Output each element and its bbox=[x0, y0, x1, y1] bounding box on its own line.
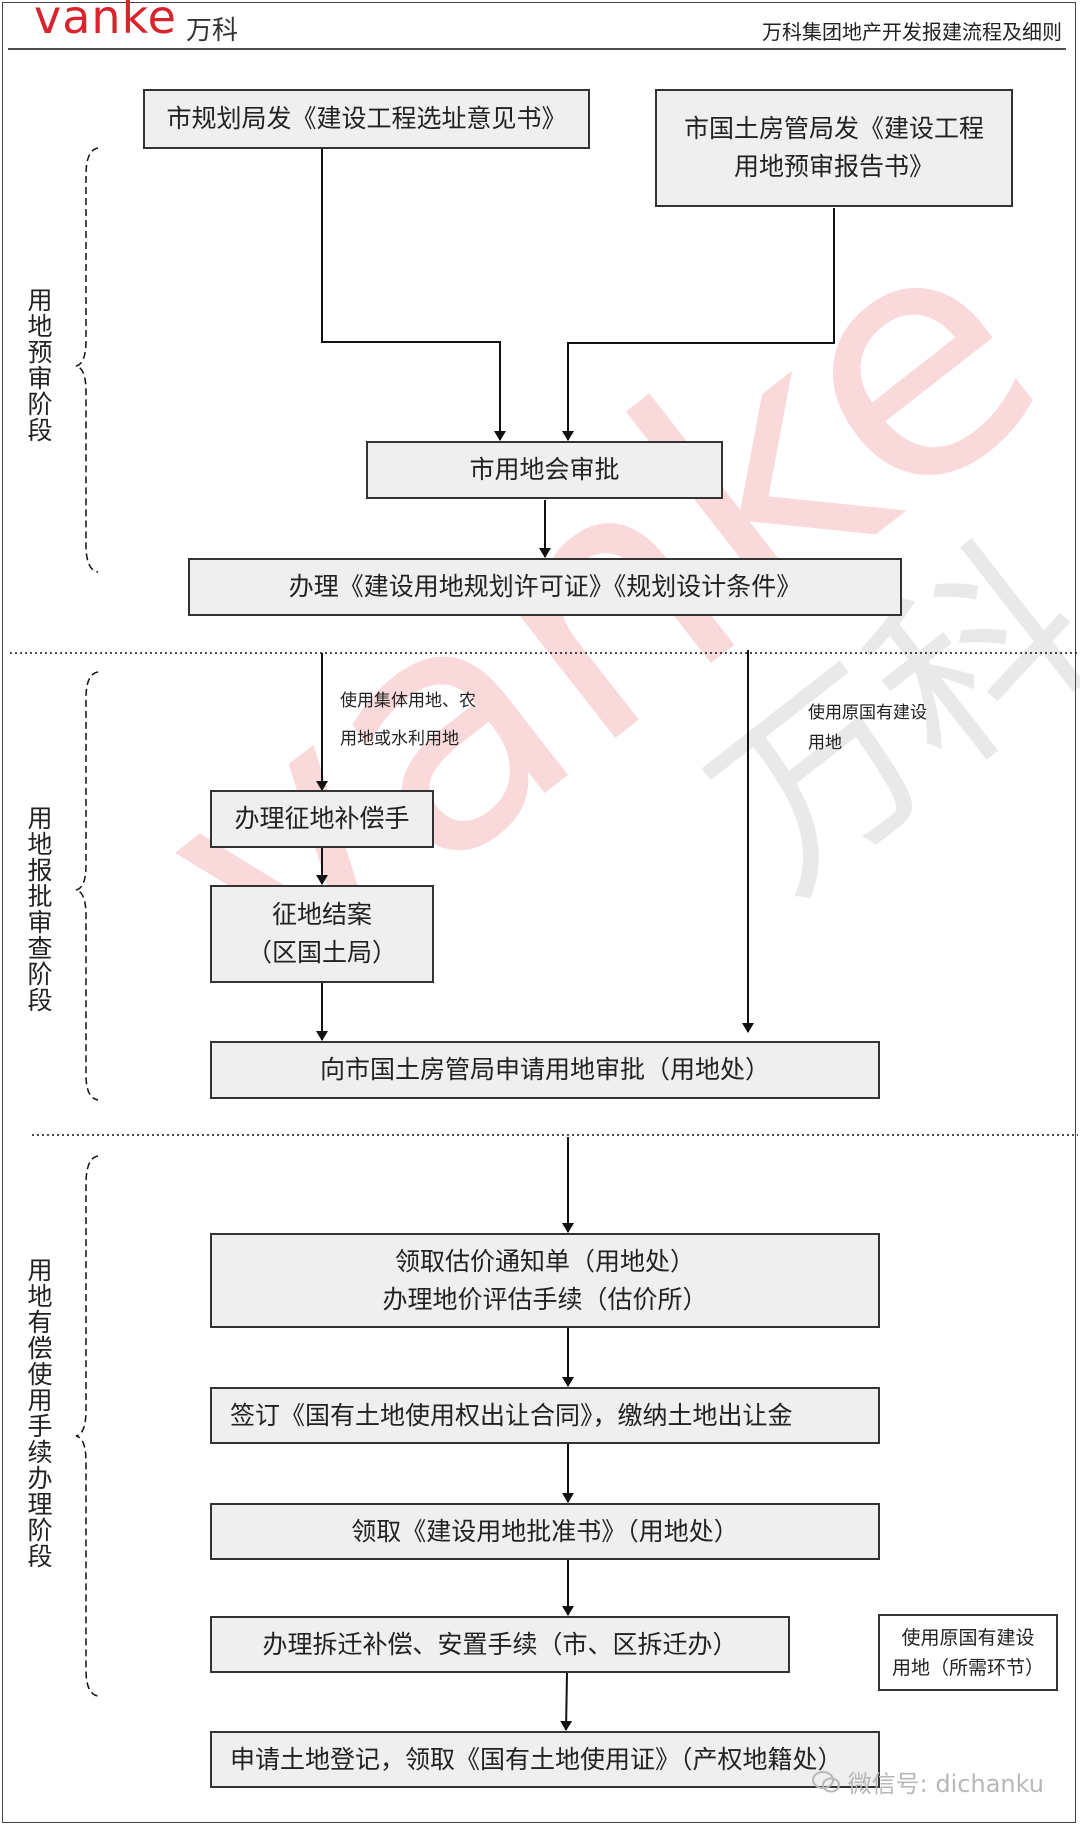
stage-label-char: 用 bbox=[27, 1386, 53, 1415]
stage-label-char: 阶 bbox=[27, 1516, 53, 1545]
stage2-brace bbox=[75, 671, 99, 1101]
stage-label-char: 地 bbox=[27, 1282, 53, 1311]
node-expropriation-comp: 办理征地补偿手 bbox=[210, 790, 434, 848]
edge-label-collective: 使用集体用地、农 用地或水利用地 bbox=[340, 686, 476, 754]
node-apply-approval: 向市国土房管局申请用地审批（用地处） bbox=[210, 1041, 880, 1099]
edge-report-to-meeting bbox=[562, 208, 835, 441]
node-prereview-report-line2: 用地预审报告书》 bbox=[733, 152, 934, 181]
stage-label-char: 用 bbox=[27, 286, 53, 315]
stage1-brace bbox=[75, 147, 99, 573]
node-planning-permit: 办理《建设用地规划许可证》《规划设计条件》 bbox=[188, 558, 902, 616]
node-land-meeting: 市用地会审批 bbox=[366, 441, 723, 499]
stage-label-1: 用地预审阶段 bbox=[24, 288, 56, 444]
node-price-notice: 领取估价通知单（用地处） 办理地价评估手续（估价所） bbox=[210, 1233, 880, 1328]
node-planning-permit-text: 办理《建设用地规划许可证》《规划设计条件》 bbox=[288, 572, 802, 601]
stage3-brace bbox=[75, 1155, 99, 1697]
stage-label-char: 地 bbox=[27, 312, 53, 341]
stage-label-char: 审 bbox=[27, 908, 53, 937]
stage-label-char: 用 bbox=[27, 804, 53, 833]
node-approval-letter-text: 领取《建设用地批准书》（用地处） bbox=[351, 1516, 739, 1546]
edge-label-collective-line2: 用地或水利用地 bbox=[340, 729, 459, 749]
node-side-note-line2: 用地（所需环节） bbox=[891, 1656, 1044, 1679]
node-registration-text: 申请土地登记，领取《国有土地使用证》（产权地籍处） bbox=[230, 1744, 843, 1774]
stage-label-char: 阶 bbox=[27, 960, 53, 989]
node-registration: 申请土地登记，领取《国有土地使用证》（产权地籍处） bbox=[210, 1731, 880, 1788]
edge-demolition-to-registration bbox=[560, 1672, 573, 1731]
stage-label-char: 手 bbox=[27, 1412, 53, 1441]
vanke-logo: vanke bbox=[34, 0, 177, 44]
wechat-watermark: 微信号: dichanku bbox=[811, 1764, 1044, 1799]
stage-label-char: 段 bbox=[27, 986, 53, 1015]
stage-label-char: 理 bbox=[27, 1490, 53, 1519]
node-price-notice-line2: 办理地价评估手续（估价所） bbox=[382, 1284, 708, 1314]
node-price-notice-line1: 领取估价通知单（用地处） bbox=[394, 1246, 695, 1276]
document-title: 万科集团地产开发报建流程及细则 bbox=[762, 20, 1062, 44]
stage-label-char: 偿 bbox=[27, 1334, 53, 1363]
stage-label-char: 阶 bbox=[27, 390, 53, 419]
node-apply-approval-text: 向市国土房管局申请用地审批（用地处） bbox=[319, 1055, 770, 1084]
stage-label-char: 审 bbox=[27, 364, 53, 393]
stage-label-char: 段 bbox=[27, 416, 53, 445]
edge-label-state-owned: 使用原国有建设 用地 bbox=[808, 698, 927, 758]
edge-label-state-owned-line1: 使用原国有建设 bbox=[808, 703, 927, 723]
stage-label-char: 批 bbox=[27, 882, 53, 911]
stage-label-char: 使 bbox=[27, 1360, 53, 1389]
stage-label-3: 用地有偿使用手续办理阶段 bbox=[24, 1258, 56, 1570]
stage-label-char: 用 bbox=[27, 1256, 53, 1285]
stage-label-char: 查 bbox=[27, 934, 53, 963]
node-expropriation-close-line1: 征地结案 bbox=[271, 900, 372, 929]
edge-site-to-meeting bbox=[321, 148, 506, 441]
node-sign-contract: 签订《国有土地使用权出让合同》，缴纳土地出让金 bbox=[210, 1387, 880, 1444]
node-sign-contract-text: 签订《国有土地使用权出让合同》，缴纳土地出让金 bbox=[230, 1400, 793, 1430]
node-prereview-report-line1: 市国土房管局发《建设工程 bbox=[683, 114, 984, 143]
stage-label-2: 用地报批审查阶段 bbox=[24, 806, 56, 1014]
stage-label-char: 续 bbox=[27, 1438, 53, 1467]
stage-label-char: 预 bbox=[27, 338, 53, 367]
wechat-id: 微信号: dichanku bbox=[847, 1770, 1044, 1798]
node-expropriation-comp-text: 办理征地补偿手 bbox=[234, 804, 410, 833]
stage-label-char: 有 bbox=[27, 1308, 53, 1337]
vanke-logo-cn: 万科 bbox=[186, 16, 239, 46]
edge-label-collective-line1: 使用集体用地、农 bbox=[340, 691, 476, 711]
node-demolition-text: 办理拆迁补偿、安置手续（市、区拆迁办） bbox=[262, 1629, 738, 1659]
stage-label-char: 段 bbox=[27, 1542, 53, 1571]
node-approval-letter: 领取《建设用地批准书》（用地处） bbox=[210, 1503, 880, 1560]
stage-label-char: 地 bbox=[27, 830, 53, 859]
node-side-note: 使用原国有建设 用地（所需环节） bbox=[878, 1614, 1058, 1691]
node-expropriation-close: 征地结案 （区国土局） bbox=[210, 885, 434, 983]
node-side-note-line1: 使用原国有建设 bbox=[901, 1626, 1035, 1649]
node-land-meeting-text: 市用地会审批 bbox=[469, 455, 620, 484]
edge-label-state-owned-line2: 用地 bbox=[808, 733, 842, 753]
node-site-opinion: 市规划局发《建设工程选址意见书》 bbox=[143, 89, 590, 149]
stage-label-char: 报 bbox=[27, 856, 53, 885]
node-demolition: 办理拆迁补偿、安置手续（市、区拆迁办） bbox=[210, 1616, 790, 1673]
wechat-icon bbox=[811, 1770, 840, 1792]
stage-label-char: 办 bbox=[27, 1464, 53, 1493]
node-expropriation-close-line2: （区国土局） bbox=[246, 938, 397, 967]
node-prereview-report: 市国土房管局发《建设工程 用地预审报告书》 bbox=[655, 89, 1013, 207]
node-site-opinion-text: 市规划局发《建设工程选址意见书》 bbox=[166, 104, 567, 133]
